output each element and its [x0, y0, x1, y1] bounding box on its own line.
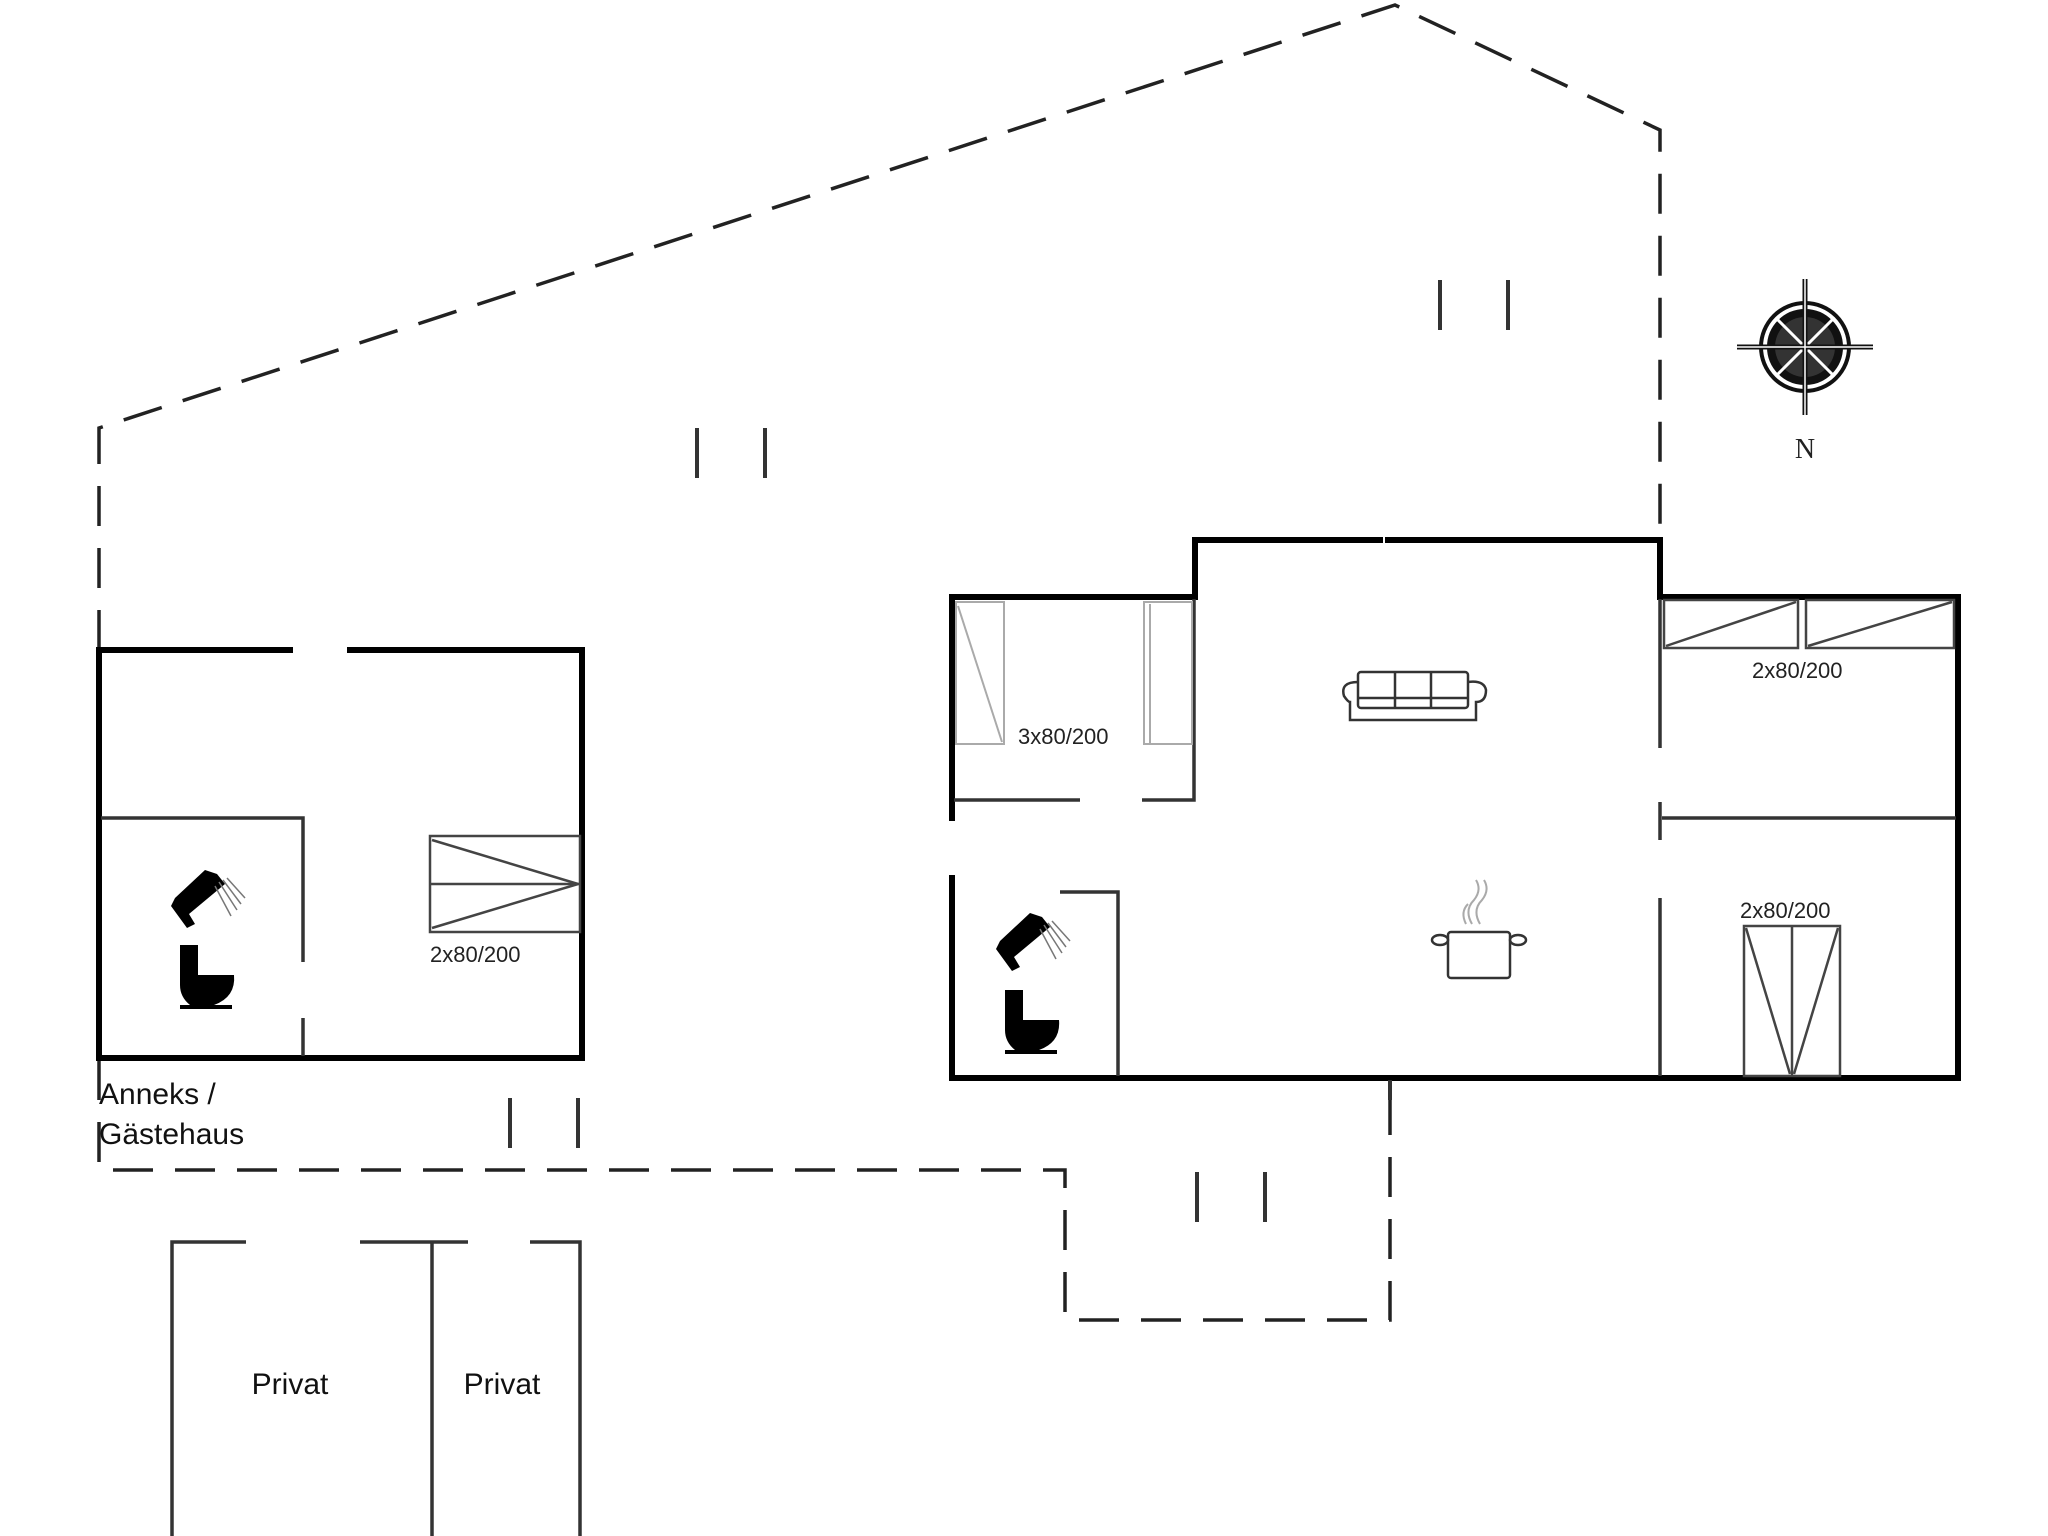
compass-north-label: N	[1795, 434, 1815, 465]
main-house	[949, 537, 1961, 1100]
bedroom-right-top-label: 2x80/200	[1752, 658, 1843, 683]
bedroom-right-top-beds	[1662, 598, 1956, 650]
private-room-2-label: Privat	[464, 1368, 541, 1401]
bedroom-right-bottom-beds	[1742, 924, 1842, 1078]
bedroom-right-bottom-label: 2x80/200	[1740, 898, 1831, 923]
compass-rose-icon	[1737, 279, 1873, 415]
shower-icon	[996, 913, 1071, 971]
toilet-icon	[180, 945, 235, 1009]
bedroom-left-beds	[955, 601, 1193, 745]
toilet-icon	[1005, 990, 1060, 1054]
annex-label-line2: Gästehaus	[99, 1118, 244, 1151]
private-room-1-label: Privat	[252, 1368, 329, 1401]
shower-icon	[171, 870, 246, 928]
bedroom-left-label: 3x80/200	[1018, 724, 1109, 749]
annex-bed-label: 2x80/200	[430, 942, 521, 967]
private-rooms	[170, 1240, 582, 1536]
annex-building	[96, 647, 585, 1061]
annex-label-line1: Anneks /	[99, 1078, 216, 1111]
sofa-icon	[1342, 670, 1488, 722]
terrace-outline	[97, 3, 1662, 1322]
annex-bed	[428, 834, 582, 934]
cooking-pot-icon	[1430, 879, 1528, 980]
